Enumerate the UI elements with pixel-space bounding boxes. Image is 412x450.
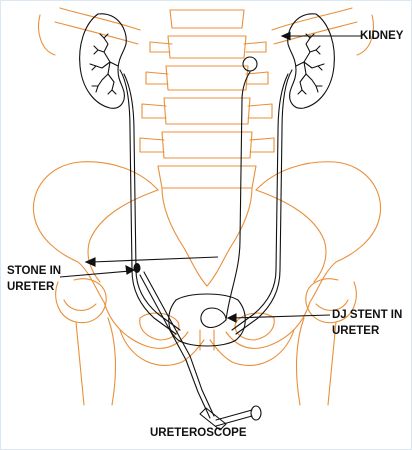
ureteroscope-label: URETEROSCOPE: [150, 426, 247, 440]
vertebra: [162, 132, 252, 158]
sacrum: [162, 188, 252, 286]
left-femoral-head: [64, 300, 96, 310]
right-inner-ilium: [256, 190, 326, 282]
right-calyx-cups: [298, 34, 324, 94]
process: [140, 138, 164, 152]
vertebra: [166, 66, 248, 90]
left-kidney: [80, 14, 127, 108]
dj-stent: [226, 72, 250, 320]
left-ureter: [120, 70, 176, 334]
process: [250, 138, 274, 152]
stone-arrowhead: [126, 266, 134, 274]
stent-arrowhead: [228, 314, 236, 322]
vertebra: [168, 36, 246, 58]
right-femur: [297, 318, 336, 405]
dj-stent-upper-coil: [243, 57, 257, 71]
left-inner-ilium: [88, 190, 158, 282]
left-calyces: [96, 38, 118, 90]
dj-stent-lower-coil: [201, 308, 226, 327]
process: [146, 72, 168, 84]
left-calyx-cups: [90, 34, 116, 94]
ureteroscope-eyepiece: [251, 406, 261, 420]
right-calyces: [296, 38, 318, 90]
rib: [39, 15, 55, 55]
kidney-arrowhead: [282, 33, 290, 40]
vertebra: [170, 10, 244, 28]
stent-label-line1: DJ STENT IN: [332, 308, 402, 322]
stone-label-line1: STONE IN: [7, 264, 61, 278]
left-ureter-inner: [124, 74, 180, 330]
ureteroscope-eyepiece-tube: [216, 410, 252, 426]
pubic-symphysis: [200, 330, 214, 350]
left-hip-joint: [56, 279, 106, 323]
stent-label-line2: URETER: [332, 324, 379, 338]
kidney-label: KIDNEY: [360, 29, 403, 43]
process: [244, 42, 266, 52]
stone-label-line2: URETER: [7, 280, 54, 294]
vertebra: [164, 98, 250, 124]
process: [142, 104, 166, 118]
right-kidney: [288, 14, 335, 108]
left-femur: [76, 318, 115, 405]
ureter-stone: [134, 263, 141, 273]
process: [248, 104, 272, 118]
direction-arrow-line: [92, 257, 218, 262]
